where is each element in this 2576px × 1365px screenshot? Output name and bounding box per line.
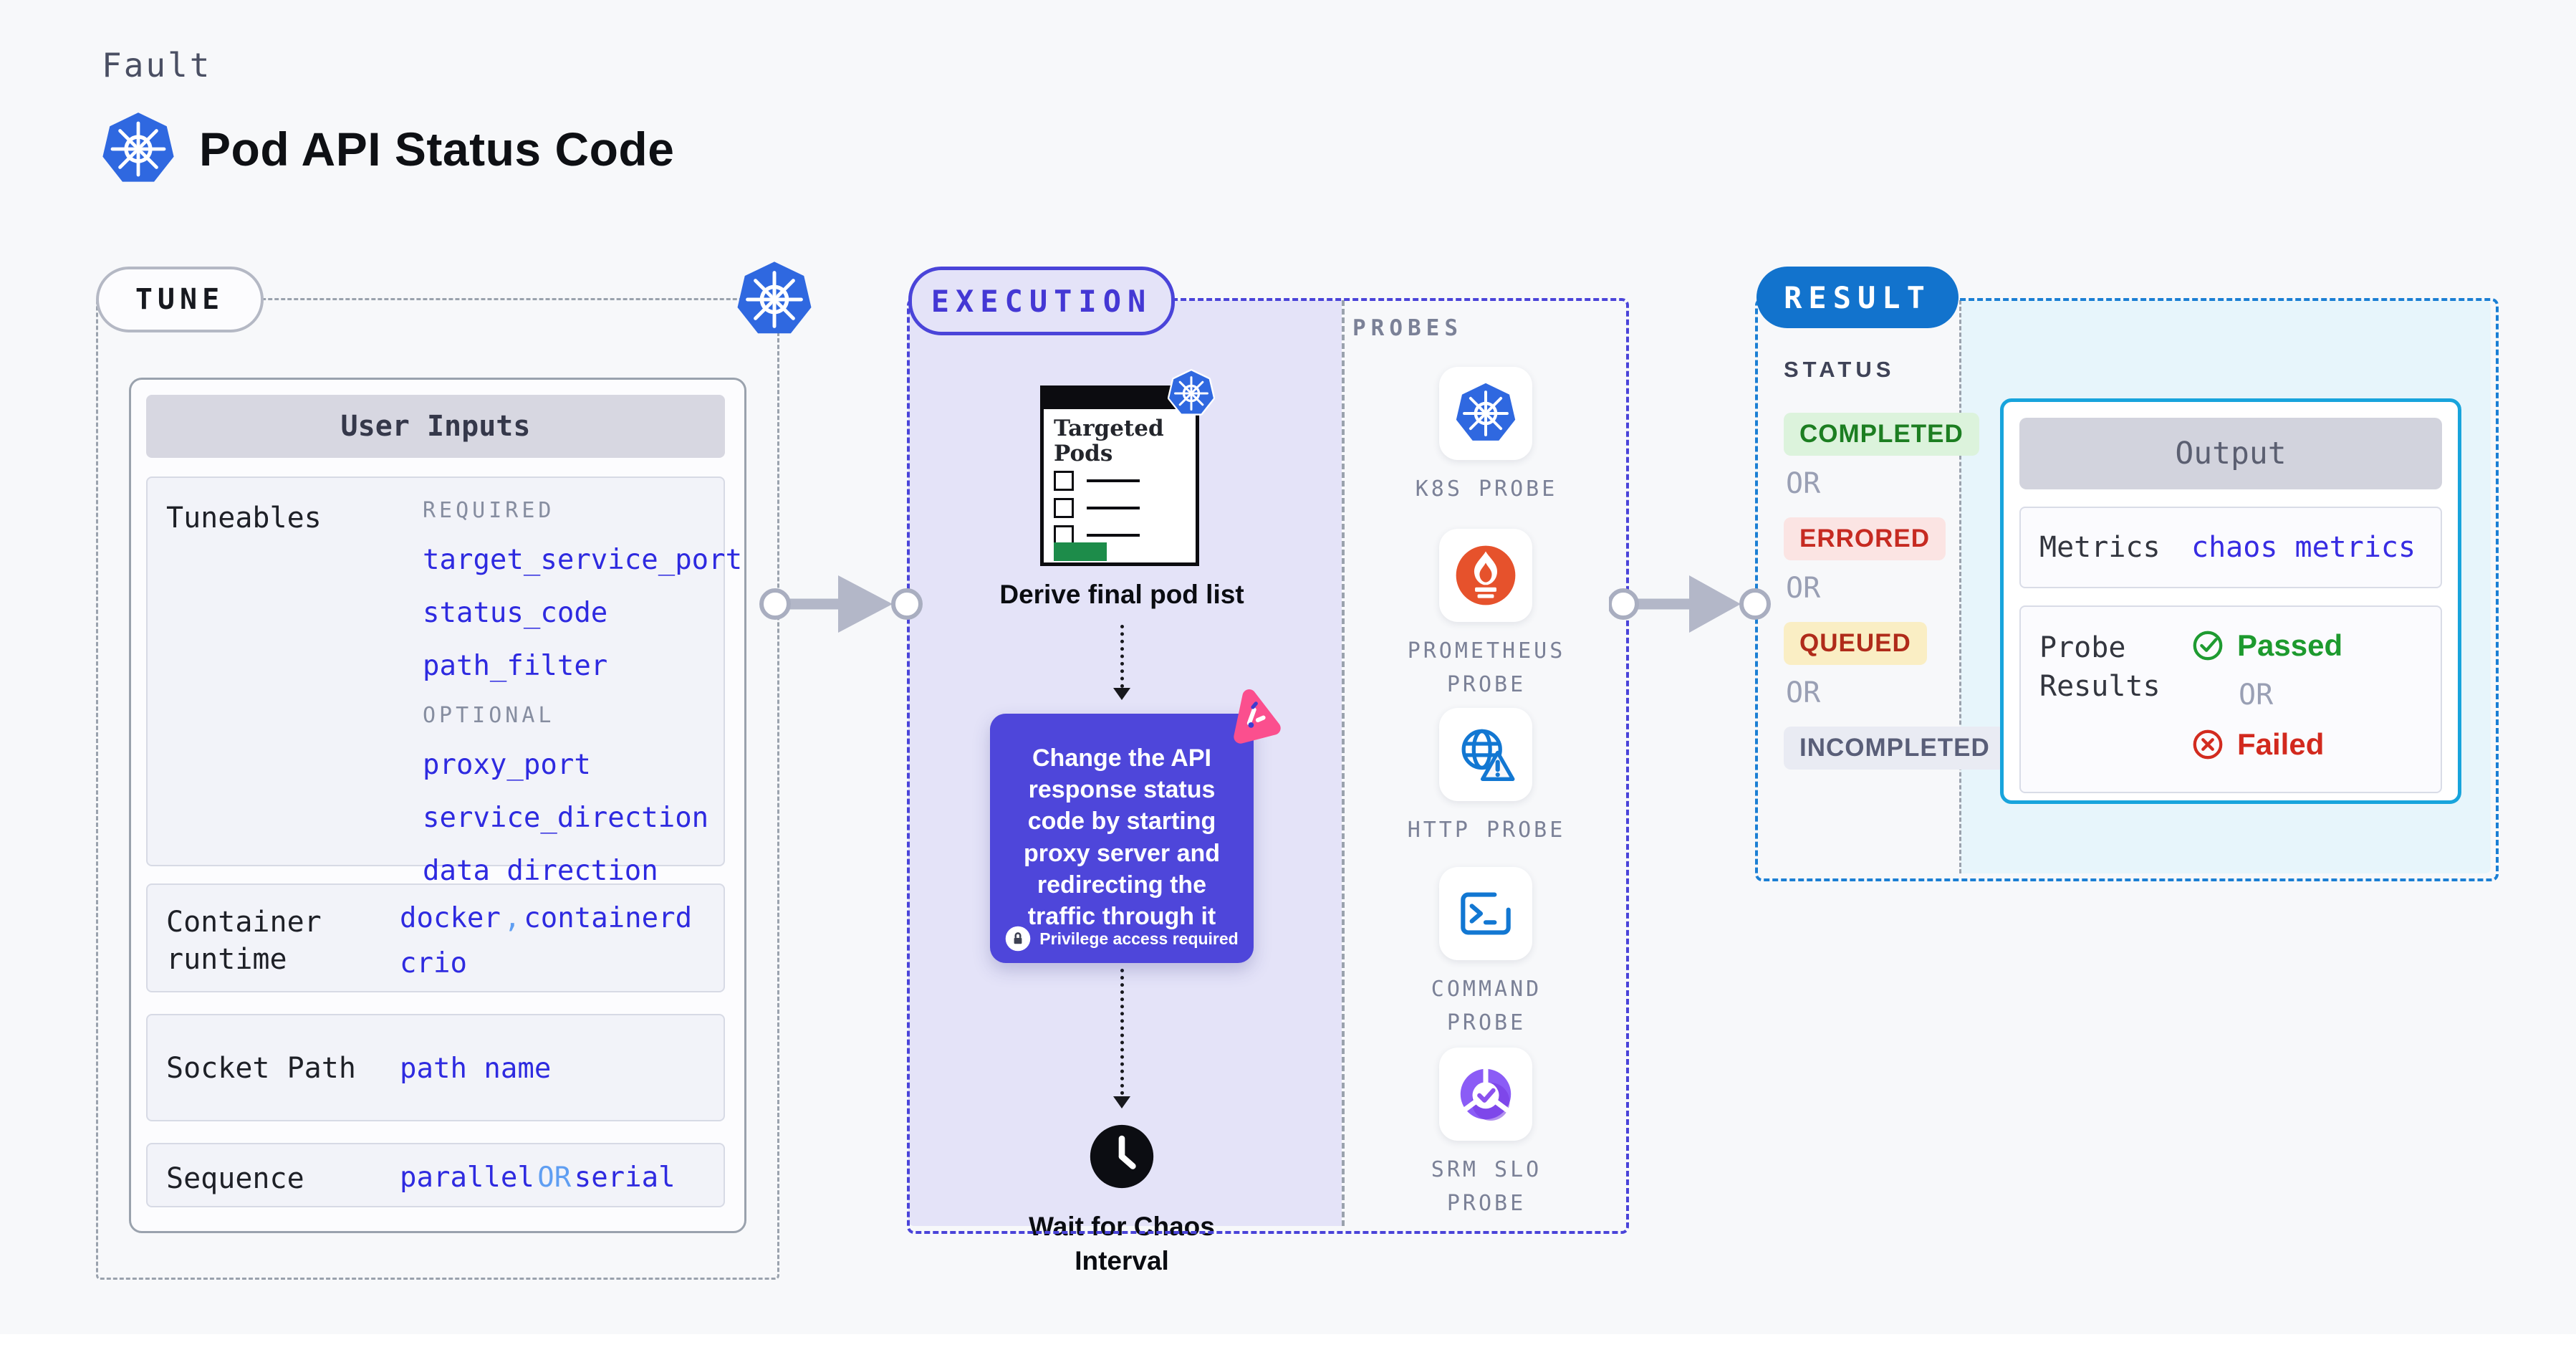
tuneables-label: Tuneables xyxy=(166,502,322,535)
runtime-value: crio xyxy=(400,947,467,980)
k8s-probe-card xyxy=(1439,367,1532,460)
status-badge-completed: COMPLETED xyxy=(1784,413,1979,456)
status-label: STATUS xyxy=(1784,357,1895,382)
probe-results-label: Probe Results xyxy=(2039,631,2161,703)
user-inputs-header: User Inputs xyxy=(146,395,725,458)
probe-label: K8S PROBE xyxy=(1415,476,1558,502)
http-probe-card xyxy=(1439,708,1532,801)
result-pill: RESULT xyxy=(1756,267,1959,328)
probe-results-row: Probe Results Passed OR Failed xyxy=(2019,605,2442,793)
failed-text: Failed xyxy=(2237,727,2325,761)
probe-label: HTTP PROBE xyxy=(1407,818,1566,843)
passed-line: Passed xyxy=(2191,628,2342,663)
targeted-pods-window: Targeted Pods xyxy=(1040,385,1199,566)
command-probe-card xyxy=(1439,867,1532,960)
sequence-label: Sequence xyxy=(166,1162,304,1195)
socket-path-row: Socket Path path name xyxy=(146,1014,725,1121)
probe-label: PROMETHEUS PROBE xyxy=(1407,638,1566,697)
check-circle-icon xyxy=(2193,631,2223,661)
arrow-down-icon xyxy=(1113,1096,1130,1108)
tuneables-row: Tuneables REQUIRED target_service_port s… xyxy=(146,476,742,887)
kubernetes-icon xyxy=(735,258,814,341)
tune-pill: TUNE xyxy=(96,267,264,332)
flow-dotted-line xyxy=(1120,969,1124,1095)
fault-action-box: Change the API response status code by s… xyxy=(990,714,1254,963)
runtime-separator: , xyxy=(504,902,521,934)
tuneable-item: target_service_port xyxy=(423,544,743,576)
privilege-note: Privilege access required xyxy=(1039,929,1239,948)
passed-text: Passed xyxy=(2237,628,2343,662)
output-panel: Output Metrics chaos metrics Probe Resul… xyxy=(2000,398,2461,804)
probes-label: PROBES xyxy=(1352,315,1463,341)
execution-probes-box xyxy=(907,298,1629,1234)
prometheus-probe-card xyxy=(1439,529,1532,622)
status-badge-errored: ERRORED xyxy=(1784,517,1946,560)
pod-line xyxy=(1087,534,1140,537)
tune-section-box xyxy=(96,298,779,1280)
fault-kind-label: Fault xyxy=(102,46,212,85)
derive-pod-list-caption: Derive final pod list xyxy=(999,580,1244,609)
metrics-value: chaos metrics xyxy=(2191,531,2416,564)
x-circle-icon xyxy=(2193,729,2223,760)
runtime-value: docker xyxy=(400,902,501,934)
metrics-row: Metrics chaos metrics xyxy=(2019,507,2442,588)
footer-strip xyxy=(0,1334,2576,1365)
flow-dotted-line xyxy=(1120,625,1124,688)
pod-checkbox xyxy=(1054,471,1074,491)
result-section-box xyxy=(1755,298,2499,881)
or-separator: OR xyxy=(2239,679,2274,712)
probe-label: SRM SLO PROBE xyxy=(1431,1157,1542,1216)
execution-to-result-arrow xyxy=(1609,575,1771,633)
page-title-row: Pod API Status Code xyxy=(100,109,674,189)
kubernetes-icon xyxy=(100,109,176,189)
sequence-value: serial xyxy=(574,1162,676,1194)
socket-path-value: path name xyxy=(400,1053,552,1085)
lock-icon xyxy=(1006,926,1031,952)
status-badge-queued: QUEUED xyxy=(1784,622,1927,665)
targeted-pods-title: Targeted Pods xyxy=(1054,416,1164,466)
metrics-label: Metrics xyxy=(2039,531,2161,564)
pod-line xyxy=(1087,507,1140,509)
wait-chaos-interval-caption: Wait for Chaos Interval xyxy=(1029,1212,1215,1276)
sequence-or: OR xyxy=(537,1162,572,1194)
container-runtime-label: Container runtime xyxy=(166,906,322,976)
sequence-value: parallel xyxy=(400,1162,534,1194)
tuneable-item: service_direction xyxy=(423,802,709,834)
green-button xyxy=(1054,542,1107,561)
output-header: Output xyxy=(2019,418,2442,489)
sequence-row: Sequence parallel OR serial xyxy=(146,1143,725,1207)
or-separator: OR xyxy=(1786,572,1821,605)
probes-separator xyxy=(1342,300,1345,1226)
fault-action-text: Change the API response status code by s… xyxy=(1023,744,1221,930)
tuneable-item: proxy_port xyxy=(423,749,591,781)
execution-pill: EXECUTION xyxy=(908,267,1175,335)
pod-checkbox xyxy=(1054,498,1074,518)
optional-tag: OPTIONAL xyxy=(423,703,555,728)
failed-line: Failed xyxy=(2191,727,2342,762)
arrow-down-icon xyxy=(1113,688,1130,700)
probe-label: COMMAND PROBE xyxy=(1431,977,1542,1035)
privilege-note-row: Privilege access required xyxy=(990,926,1254,952)
container-runtime-row: Container runtime docker , containerd cr… xyxy=(146,883,725,992)
status-badge-incompleted: INCOMPLETED xyxy=(1784,727,2006,770)
tuneable-item: data_direction xyxy=(423,855,658,887)
tuneable-item: path_filter xyxy=(423,650,608,682)
or-separator: OR xyxy=(1786,467,1821,500)
result-separator xyxy=(1959,300,1961,873)
tune-to-execution-arrow xyxy=(759,575,923,633)
or-separator: OR xyxy=(1786,676,1821,709)
pod-line xyxy=(1087,479,1140,482)
page-title: Pod API Status Code xyxy=(199,123,675,176)
runtime-value: containerd xyxy=(524,902,693,934)
srm-slo-probe-card xyxy=(1439,1048,1532,1141)
socket-path-label: Socket Path xyxy=(166,1052,356,1085)
tuneable-item: status_code xyxy=(423,597,608,629)
chaos-icon xyxy=(1222,685,1284,747)
required-tag: REQUIRED xyxy=(423,498,555,523)
